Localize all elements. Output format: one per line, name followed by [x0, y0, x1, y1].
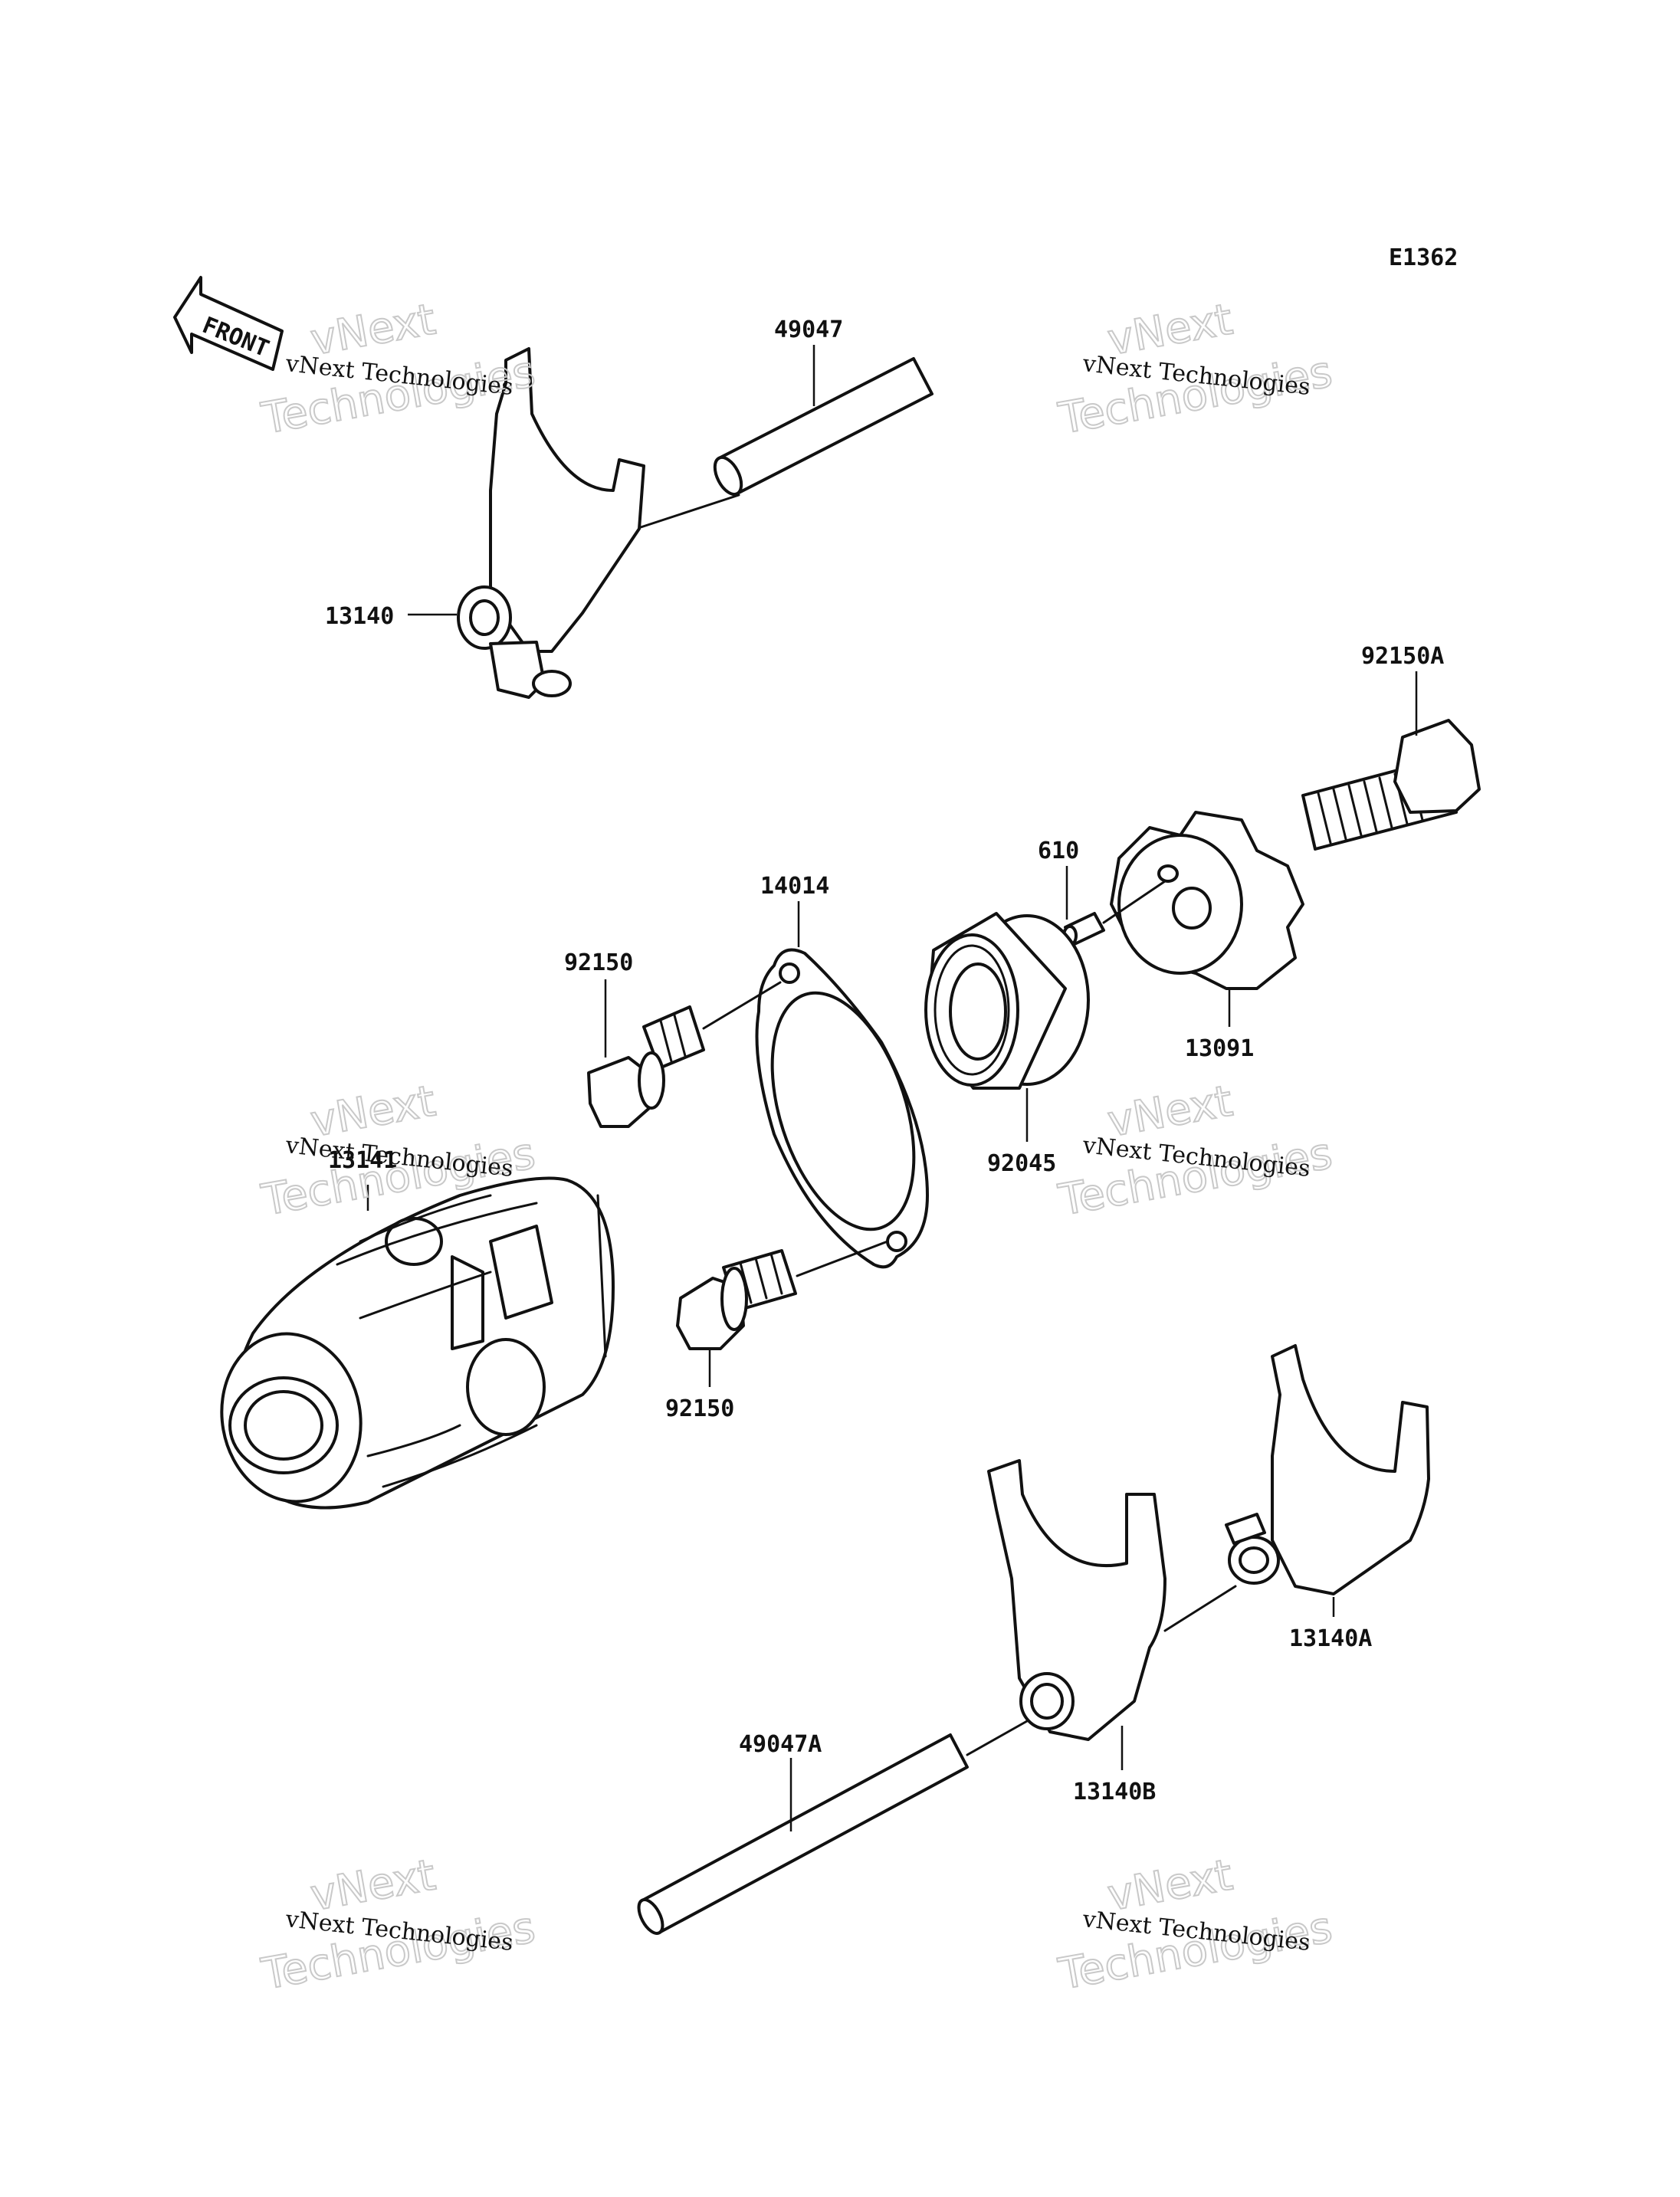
label-92150-bottom: 92150 [665, 1395, 734, 1422]
shift-drum-13141[interactable] [208, 1176, 615, 1513]
label-14014: 14014 [760, 873, 829, 900]
label-49047A: 49047A [739, 1731, 822, 1758]
bolt-92150-top[interactable] [587, 1005, 705, 1128]
label-13140B: 13140B [1073, 1779, 1156, 1805]
label-92150A: 92150A [1361, 643, 1444, 670]
label-13140A: 13140A [1289, 1625, 1372, 1652]
gasket-14014[interactable] [702, 948, 940, 1277]
front-arrow-icon: FRONT [173, 276, 284, 371]
cam-13091[interactable] [1110, 811, 1304, 990]
label-49047: 49047 [774, 316, 843, 343]
part-labels: 49047 13140 92150A 610 14014 92150 13091… [325, 316, 1444, 1805]
bearing-92045[interactable] [924, 912, 1090, 1090]
leader-lines [366, 345, 1418, 1831]
label-610: 610 [1038, 838, 1079, 864]
shift-fork-13140A[interactable] [1225, 1344, 1430, 1595]
label-92150-top: 92150 [564, 949, 633, 976]
label-13091: 13091 [1185, 1035, 1254, 1062]
shaft-49047[interactable] [635, 357, 934, 530]
shift-fork-13140B[interactable] [987, 1459, 1166, 1741]
label-13140: 13140 [325, 603, 394, 630]
bolt-92150-bottom[interactable] [676, 1249, 797, 1350]
diagram-code: E1362 [1389, 244, 1458, 271]
shift-fork-13140[interactable] [457, 347, 645, 699]
bolt-92150A[interactable] [1301, 719, 1481, 851]
shaft-49047A[interactable] [634, 1585, 1237, 1937]
label-92045: 92045 [987, 1150, 1056, 1177]
label-13141: 13141 [328, 1147, 397, 1174]
